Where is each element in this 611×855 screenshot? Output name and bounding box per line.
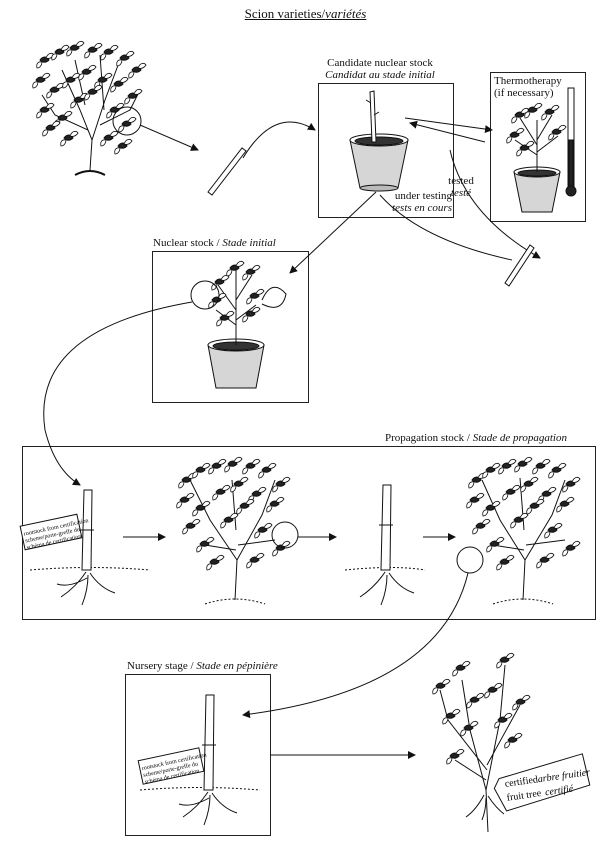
thermo-line1: Thermotherapy — [494, 75, 562, 87]
nursery-rootstock — [139, 694, 261, 826]
propagation-fr: Stade de propagation — [472, 432, 567, 444]
scion-bush-top — [32, 40, 147, 176]
nursery-fr: Stade en pépinière — [196, 660, 278, 672]
certified-line1-en: certified — [504, 774, 539, 790]
candidate-label-en: Candidate nuclear stock — [327, 57, 433, 69]
diagram-title: Scion varieties/variétés — [0, 6, 611, 22]
nuclear-label: Nuclear stock / Stade initial — [153, 237, 276, 249]
thermo-line2: (if necessary) — [494, 87, 554, 99]
propagation-en: Propagation stock / — [385, 432, 473, 444]
nuclear-fr: Stade initial — [222, 237, 276, 249]
candidate-label: Candidate nuclear stock Candidat au stad… — [310, 57, 450, 81]
nursery-label: Nursery stage / Stade en pépinière — [127, 660, 278, 672]
nuclear-pot — [190, 260, 287, 389]
certified-line2-en: fruit tree — [506, 788, 542, 804]
thermo-box — [490, 72, 586, 222]
thermo-pot — [506, 87, 577, 213]
scion-cutting-2 — [504, 244, 535, 287]
thermo-label: Thermotherapy (if necessary) — [494, 75, 562, 99]
under-testing-fr: tests en cours — [392, 202, 452, 214]
candidate-box — [318, 83, 454, 218]
title-fr: variétés — [325, 6, 367, 21]
rootstock-tag-2: rootstock from certification scheme/port… — [137, 747, 207, 786]
nursery-en: Nursery stage / — [127, 660, 197, 672]
propagation-label: Propagation stock / Stade de propagation — [385, 432, 567, 444]
rootstock-2 — [344, 484, 426, 606]
candidate-label-fr: Candidat au stade initial — [325, 69, 435, 81]
under-testing-en: under testing — [394, 190, 452, 202]
propagation-bush-1 — [176, 456, 299, 605]
scion-cutting-1 — [207, 147, 247, 196]
propagation-bush-2 — [456, 456, 581, 605]
title-en: Scion varieties/ — [244, 6, 326, 21]
rootstock-1 — [29, 489, 151, 606]
candidate-pot — [349, 90, 409, 192]
nuclear-box — [152, 251, 309, 403]
under-testing-label: under testing tests en cours — [364, 190, 452, 214]
rootstock-tag-1: rootstock from certification scheme/port… — [19, 513, 89, 551]
nuclear-en: Nuclear stock / — [153, 237, 223, 249]
certified-fruit-tree — [432, 652, 531, 833]
certified-line2-fr: certifié — [544, 783, 574, 798]
